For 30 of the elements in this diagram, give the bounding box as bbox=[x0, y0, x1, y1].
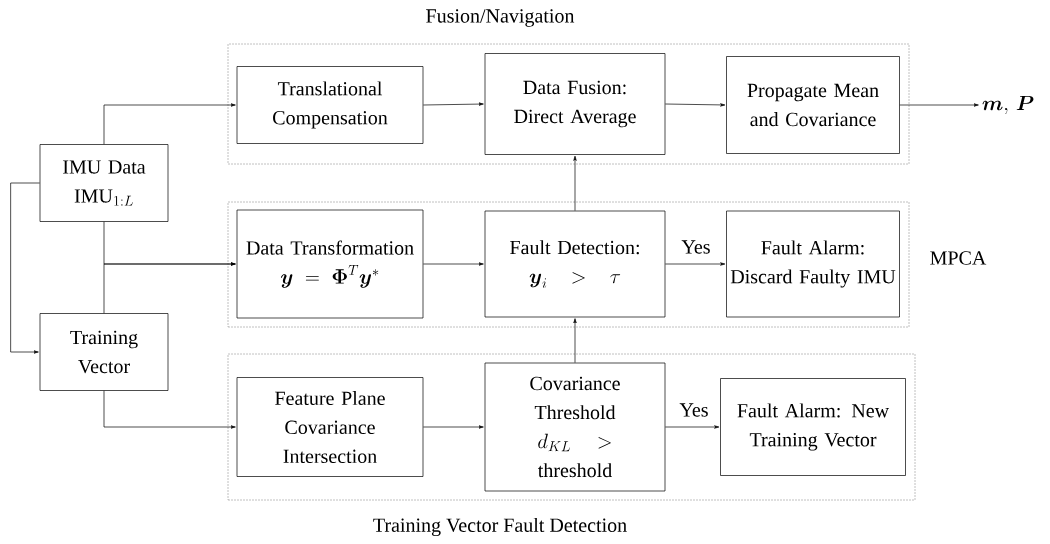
arrow bbox=[423, 425, 484, 429]
group-title: Fusion/Navigation bbox=[426, 9, 575, 27]
arrow bbox=[103, 262, 236, 314]
process-box: Covariance Threshold $d_{KL} \;>$ threshold bbox=[484, 362, 666, 492]
process-box: Data Fusion: Direct Average bbox=[484, 53, 666, 155]
output-label: $\boldsymbol{m},\, \boldsymbol{P}$ bbox=[982, 95, 1034, 115]
arrow bbox=[103, 103, 236, 145]
arrow bbox=[899, 103, 979, 107]
process-box: Fault Detection: $\boldsymbol{y}_{i} \;>\; \tau$ bbox=[484, 210, 666, 318]
arrow bbox=[573, 155, 577, 211]
process-box: Translational Compensation bbox=[236, 66, 424, 144]
arrow bbox=[103, 390, 236, 429]
process-box: Feature Plane Covariance Intersection bbox=[236, 377, 424, 477]
arrow bbox=[423, 262, 484, 266]
arrow bbox=[423, 102, 484, 106]
arrow bbox=[665, 262, 726, 266]
group-title: Training Vector Fault Detection bbox=[373, 517, 627, 537]
group-title: MPCA bbox=[930, 251, 987, 265]
process-box: Data Transformation $\boldsymbol{y} = \boldsymbol{\Phi}^{T}\boldsymbol{y}^{*}$ bbox=[236, 209, 424, 319]
arrow bbox=[665, 103, 726, 107]
edge-label: Yes bbox=[678, 402, 710, 418]
arrow bbox=[573, 318, 577, 363]
edge-label: Yes bbox=[680, 239, 712, 255]
arrow bbox=[10, 182, 40, 354]
arrow bbox=[665, 425, 720, 429]
process-box: Fault Alarm: New Training Vector bbox=[720, 378, 906, 476]
process-box: IMU Data $\mathrm{IMU}_{1:L}$ bbox=[39, 144, 169, 222]
process-box: Propagate Mean and Covariance bbox=[726, 56, 900, 154]
process-box: Fault Alarm: Discard Faulty IMU bbox=[726, 210, 900, 318]
process-box: Training Vector bbox=[39, 313, 169, 391]
